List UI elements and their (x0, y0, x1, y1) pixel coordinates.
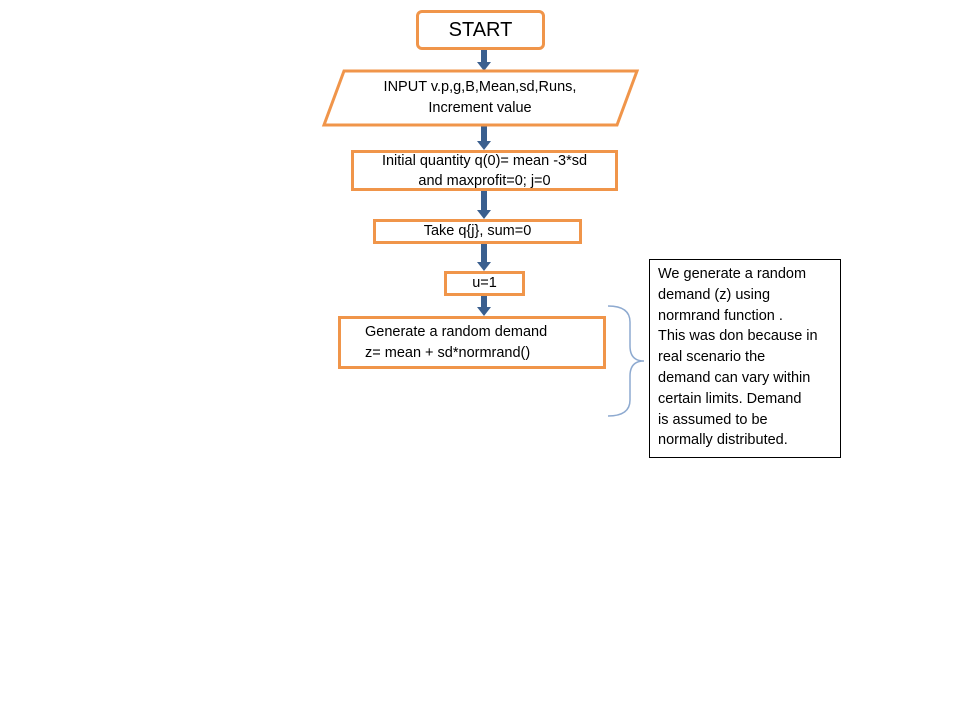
start-terminal: START (416, 10, 545, 50)
input-line-1: INPUT v.p,g,B,Mean,sd,Runs, (383, 79, 577, 95)
curly-brace (607, 305, 645, 417)
u-init-box: u=1 (444, 271, 525, 296)
note-line: certain limits. Demand (658, 390, 802, 407)
arrow-u-to-generate (477, 296, 491, 316)
note-line: normrand function . (658, 307, 783, 324)
note-line: This was don because in (658, 328, 818, 345)
input-parallelogram (321, 69, 640, 127)
arrow-initial-to-take (477, 191, 491, 219)
generate-line-2: z= mean + sd*normrand() (365, 344, 531, 361)
start-label: START (448, 18, 513, 41)
arrow-input-to-initial (477, 125, 491, 150)
note-line: demand can vary within (658, 369, 811, 386)
input-line-2: Increment value (428, 100, 532, 116)
note-line: real scenario the (658, 349, 766, 366)
annotation-note: We generate a random demand (z) using no… (649, 259, 841, 458)
arrow-take-to-u (477, 244, 491, 271)
note-line: demand (z) using (658, 286, 771, 303)
take-quantity-box: Take q{j}, sum=0 (373, 219, 582, 244)
initial-line-2: and maxprofit=0; j=0 (418, 172, 551, 189)
note-line: normally distributed. (658, 432, 788, 449)
u-init-label: u=1 (472, 275, 497, 291)
generate-line-1: Generate a random demand (365, 323, 548, 340)
note-line: We generate a random (658, 266, 807, 282)
initial-quantity-box: Initial quantity q(0)= mean -3*sd and ma… (351, 150, 618, 191)
arrow-start-to-input (477, 50, 491, 71)
note-line: is assumed to be (658, 411, 768, 428)
take-label: Take q{j}, sum=0 (423, 223, 532, 239)
input-node: INPUT v.p,g,B,Mean,sd,Runs, Increment va… (345, 74, 615, 122)
generate-demand-box: Generate a random demand z= mean + sd*no… (338, 316, 606, 369)
initial-line-1: Initial quantity q(0)= mean -3*sd (381, 152, 588, 169)
